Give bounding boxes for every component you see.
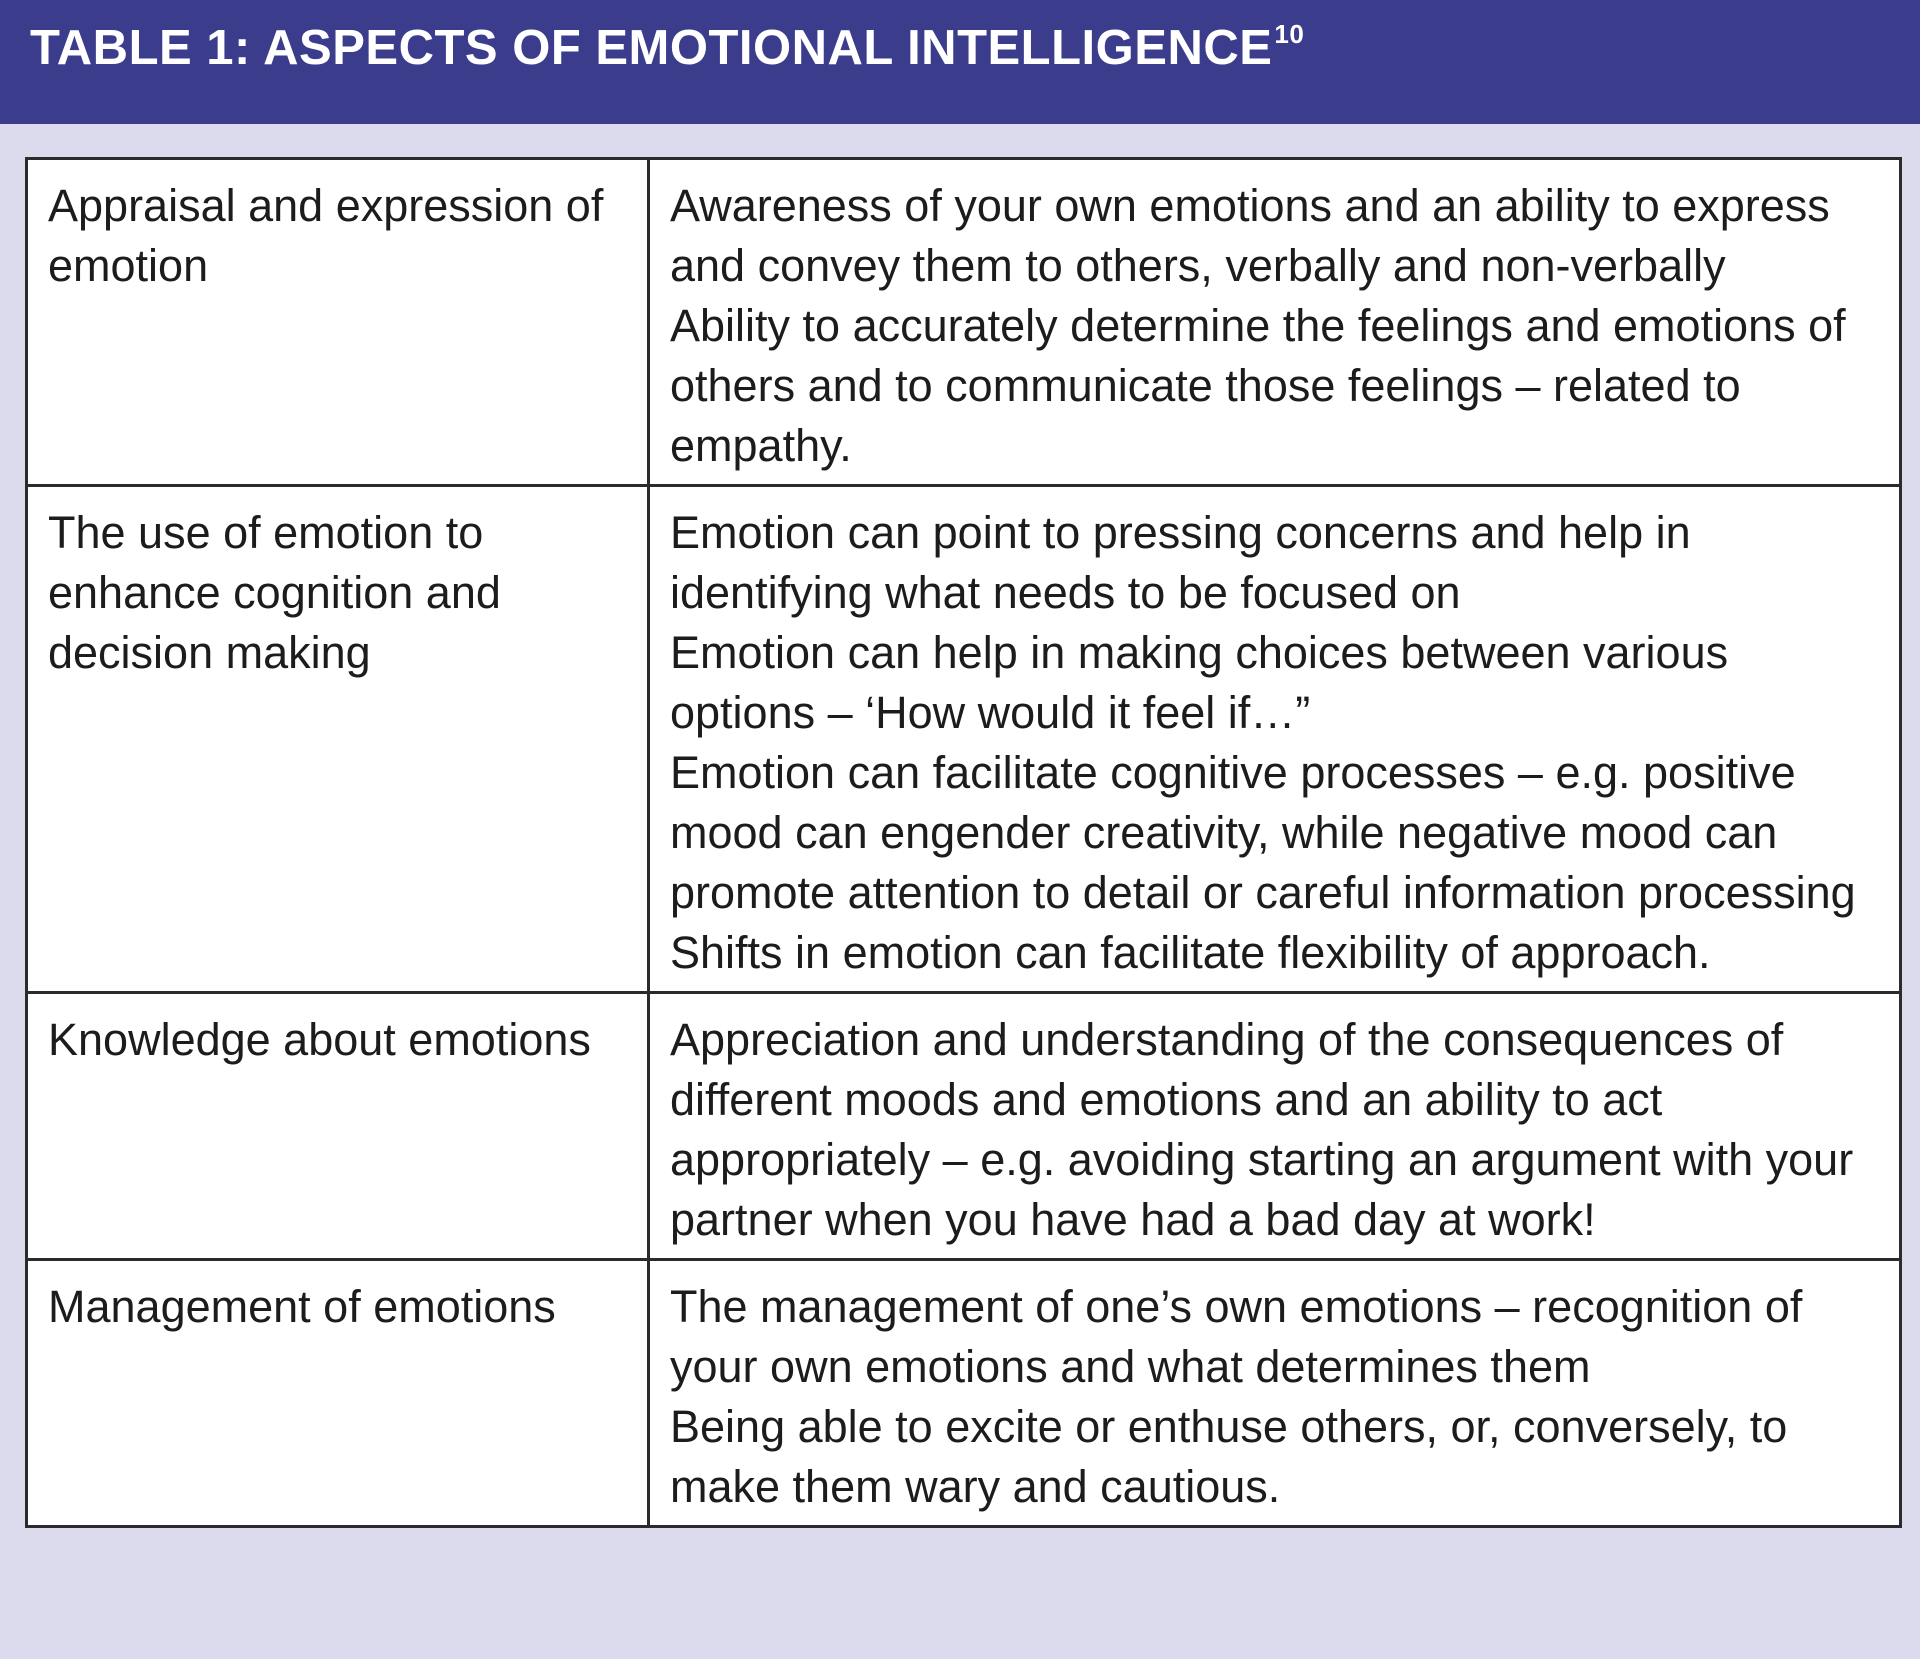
description-cell: Awareness of your own emotions and an ab… [647, 157, 1902, 487]
description-line: Ability to accurately determine the feel… [670, 300, 1859, 471]
description-line: Shifts in emotion can facilitate flexibi… [670, 927, 1711, 978]
description-cell: The management of one’s own emotions – r… [647, 1258, 1902, 1528]
table-row: Knowledge about emotions Appreciation an… [25, 991, 1902, 1261]
table-title-text: TABLE 1: ASPECTS OF EMOTIONAL INTELLIGEN… [30, 21, 1273, 75]
description-line: Appreciation and understanding of the co… [670, 1014, 1866, 1245]
aspect-label: Management of emotions [48, 1281, 556, 1332]
description-line: The management of one’s own emotions – r… [670, 1281, 1815, 1392]
table-row: Appraisal and expression of emotion Awar… [25, 157, 1902, 487]
aspect-cell: The use of emotion to enhance cognition … [25, 484, 650, 994]
aspect-label: Appraisal and expression of emotion [48, 180, 604, 291]
aspect-cell: Appraisal and expression of emotion [25, 157, 650, 487]
table-row: Management of emotions The management of… [25, 1258, 1902, 1528]
description-line: Emotion can help in making choices betwe… [670, 627, 1741, 738]
description-line: Awareness of your own emotions and an ab… [670, 180, 1855, 291]
table-title: TABLE 1: ASPECTS OF EMOTIONAL INTELLIGEN… [30, 20, 1920, 76]
table-title-bar: TABLE 1: ASPECTS OF EMOTIONAL INTELLIGEN… [0, 0, 1920, 124]
aspect-label: The use of emotion to enhance cognition … [48, 507, 501, 678]
description-line: Emotion can point to pressing concerns a… [670, 507, 1704, 618]
description-line: Emotion can facilitate cognitive process… [670, 747, 1856, 918]
aspect-cell: Management of emotions [25, 1258, 650, 1528]
aspects-table: Appraisal and expression of emotion Awar… [25, 157, 1902, 1528]
description-line: Being able to excite or enthuse others, … [670, 1401, 1800, 1512]
table-title-reference: 10 [1274, 18, 1305, 49]
aspect-label: Knowledge about emotions [48, 1014, 591, 1065]
description-cell: Appreciation and understanding of the co… [647, 991, 1902, 1261]
aspect-cell: Knowledge about emotions [25, 991, 650, 1261]
description-cell: Emotion can point to pressing concerns a… [647, 484, 1902, 994]
table-row: The use of emotion to enhance cognition … [25, 484, 1902, 994]
table-container: Appraisal and expression of emotion Awar… [25, 157, 1902, 1528]
